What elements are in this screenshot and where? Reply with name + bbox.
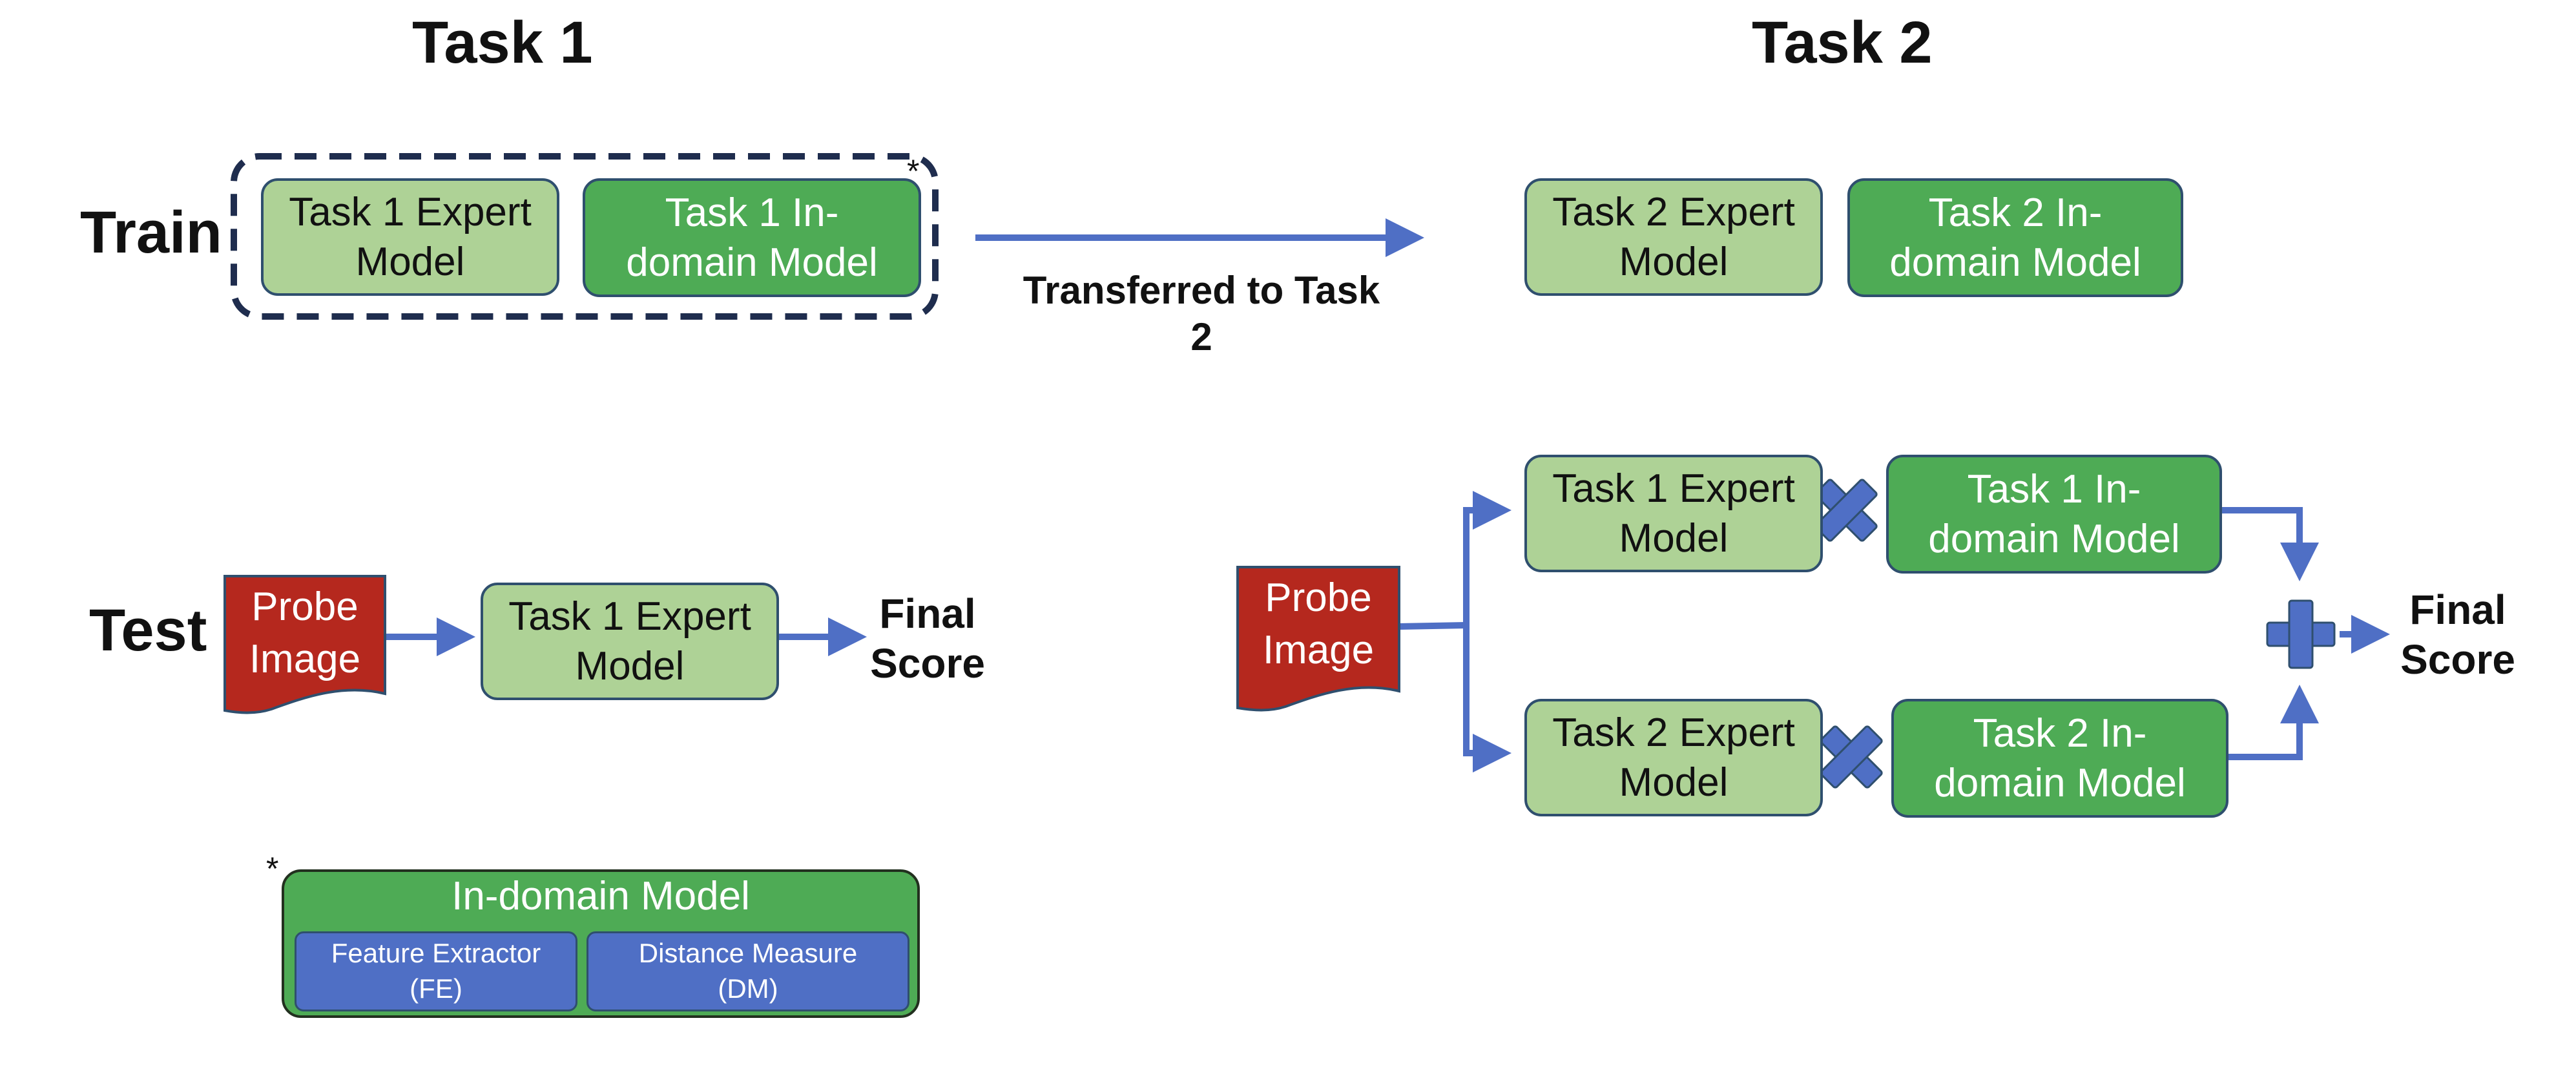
test2-task1-indomain-model: Task 1 In- domain Model (1886, 455, 2222, 574)
test2-fork-top-arrow (1463, 491, 1511, 625)
legend-distance-measure-label: Distance Measure (DM) (638, 938, 858, 1004)
test2-task1-expert-label: Task 1 Expert Model (1552, 466, 1795, 561)
test2-probe-image-shape (1236, 566, 1400, 712)
test2-bottom-to-plus-arrow (2223, 685, 2319, 760)
test1-expert-model: Task 1 Expert Model (481, 583, 779, 700)
train-task2-expert-label: Task 2 Expert Model (1552, 189, 1795, 285)
test2-final-score: Final Score (2400, 586, 2515, 683)
transfer-label: Transferred to Task 2 (1023, 269, 1380, 358)
train-task1-expert-label: Task 1 Expert Model (289, 189, 532, 285)
task2-header: Task 2 (1752, 10, 1933, 76)
test2-top-to-plus-arrow (2217, 507, 2319, 581)
test1-expert-label: Task 1 Expert Model (508, 594, 751, 689)
legend-feature-extractor-label: Feature Extractor (FE) (331, 938, 541, 1004)
train-asterisk: * (907, 153, 920, 189)
task1-header: Task 1 (412, 10, 593, 76)
legend-title: In-domain Model (452, 874, 750, 918)
train-task1-expert-model: Task 1 Expert Model (261, 178, 559, 296)
test-row-label: Test (89, 597, 207, 663)
test2-task2-expert-label: Task 2 Expert Model (1552, 710, 1795, 805)
test2-task1-expert-model: Task 1 Expert Model (1524, 455, 1823, 572)
train-task1-indomain-model: Task 1 In- domain Model (583, 178, 921, 297)
train-task1-dashed-group (231, 153, 939, 320)
test2-task2-indomain-label: Task 2 In- domain Model (1934, 710, 2186, 806)
legend-feature-extractor: Feature Extractor (FE) (295, 931, 577, 1011)
test2-task1-indomain-label: Task 1 In- domain Model (1928, 466, 2180, 562)
test2-probe-fork-line (1398, 622, 1467, 630)
test1-probe-image-shape (223, 575, 386, 714)
plus-icon (2266, 599, 2336, 669)
multiply-icon (1820, 725, 1883, 789)
train-task2-indomain-model: Task 2 In- domain Model (1847, 178, 2183, 297)
test1-probe-image-label: Probe Image (249, 585, 361, 681)
legend-distance-measure: Distance Measure (DM) (587, 931, 909, 1011)
train-task2-expert-model: Task 2 Expert Model (1524, 178, 1823, 296)
test1-final-score: Final Score (870, 590, 985, 687)
train-task1-indomain-label: Task 1 In- domain Model (626, 190, 878, 285)
test2-task2-expert-model: Task 2 Expert Model (1524, 699, 1823, 816)
train-row-label: Train (80, 200, 222, 265)
train-task2-indomain-label: Task 2 In- domain Model (1889, 190, 2141, 285)
test2-probe-image-label: Probe Image (1262, 575, 1375, 672)
test2-task2-indomain-model: Task 2 In- domain Model (1891, 699, 2228, 818)
test2-fork-bottom-arrow (1463, 625, 1511, 772)
legend-asterisk: * (266, 851, 279, 887)
